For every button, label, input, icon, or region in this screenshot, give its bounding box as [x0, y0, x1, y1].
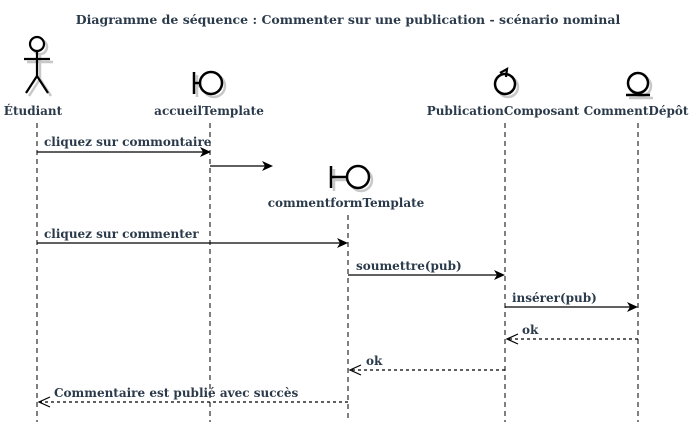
entity-icon: [626, 71, 653, 100]
message-arrow: [37, 147, 211, 157]
message-label: Commentaire est publié avec succès: [54, 386, 298, 400]
participant-label-etudiant: Étudiant: [4, 103, 63, 118]
message-arrow: [348, 270, 505, 280]
participant-label-publication: PublicationComposant: [427, 104, 580, 118]
message-arrow: [37, 238, 348, 248]
participant-label-commentform: commentformTemplate: [268, 196, 425, 210]
reply-arrow: [505, 333, 638, 345]
participant-label-commentdepot: CommentDépôt: [584, 104, 689, 118]
message-label: cliquez sur commenter: [44, 227, 199, 241]
reply-arrow: [37, 396, 348, 408]
message-label: ok: [522, 323, 539, 337]
message-label: insérer(pub): [512, 291, 597, 305]
diagram-title: Diagramme de séquence : Commenter sur un…: [76, 12, 621, 27]
participant-label-accueil: accueilTemplate: [154, 104, 264, 118]
control-icon: [493, 66, 520, 99]
create-message-arrow: [210, 161, 273, 171]
message-arrow: [505, 302, 638, 312]
message-label: ok: [366, 354, 383, 368]
boundary-icon: [329, 164, 374, 193]
reply-arrow: [348, 364, 505, 376]
actor-icon: [24, 35, 53, 97]
message-label: cliquez sur commontaire: [44, 135, 212, 149]
message-label: soumettre(pub): [356, 259, 462, 273]
boundary-icon: [192, 70, 227, 99]
